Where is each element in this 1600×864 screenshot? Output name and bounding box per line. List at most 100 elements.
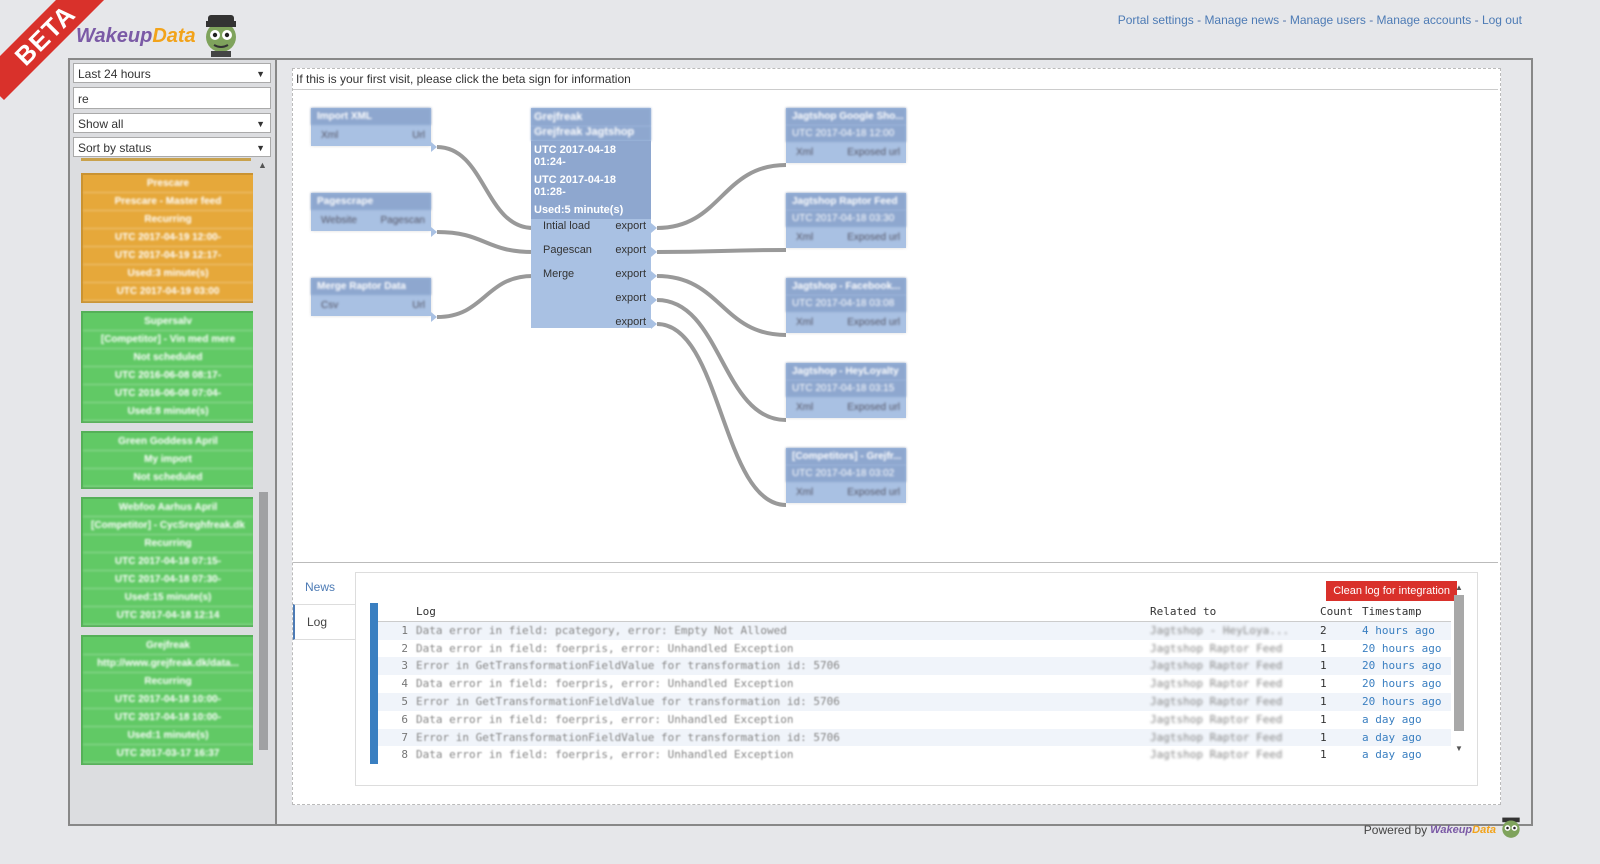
log-cell-log: Data error in field: foerpris, error: Un… [416, 677, 794, 691]
log-cell-related: Jagtshop Raptor Feed [1150, 659, 1283, 673]
log-scrollbar[interactable]: ▲ ▼ [1453, 583, 1465, 753]
connection-wire [436, 145, 534, 230]
integration-card[interactable]: Webfoo Aarhus April[Competitor] - CycSre… [81, 497, 253, 627]
output-port-icon[interactable] [651, 319, 657, 329]
output-port-icon[interactable] [431, 312, 437, 322]
output-port-icon[interactable] [431, 227, 437, 237]
log-cell-related: Jagtshop Raptor Feed [1150, 712, 1283, 726]
log-cell-count: 1 [1320, 730, 1327, 744]
center-node[interactable]: Grejfreak Grejfreak Jagtshop UTC 2017-04… [531, 108, 657, 329]
nav-manage-news[interactable]: Manage news [1204, 13, 1280, 27]
node-date: UTC 2017-04-18 03:02 [786, 465, 906, 482]
scroll-thumb[interactable] [259, 492, 268, 750]
log-cell-num: 8 [401, 748, 408, 762]
node-title: Jagtshop - HeyLoyalty [786, 363, 906, 380]
port-in: Xml [796, 147, 814, 158]
port-out: Exposed url [847, 402, 900, 413]
port-in: Xml [796, 232, 814, 243]
tab-news[interactable]: News [305, 580, 336, 594]
search-value: re [78, 92, 89, 106]
log-scroll-thumb[interactable] [1454, 595, 1464, 731]
output-port-icon[interactable] [651, 295, 657, 305]
nav-sep: - [1193, 13, 1205, 27]
nav-portal-settings[interactable]: Portal settings [1117, 13, 1194, 27]
port-in: Website [321, 215, 357, 226]
log-cell-log: Data error in field: pcategory, error: E… [416, 623, 787, 637]
nav-sep: - [1471, 13, 1482, 27]
show-filter-select[interactable]: Show all▼ [73, 113, 271, 133]
search-input[interactable]: re [73, 87, 271, 109]
connection-wire [656, 248, 787, 254]
output-port-icon[interactable] [431, 142, 437, 152]
node-title: [Competitors] - Grejfr... [786, 448, 906, 465]
app-frame: Last 24 hours▼ re Show all▼ Sort by stat… [68, 58, 1533, 826]
card-row: Used:1 minute(s) [83, 727, 253, 745]
output-port-label: export [615, 292, 646, 304]
log-cell-count: 2 [1320, 623, 1327, 637]
header-log: Log [416, 605, 436, 618]
card-row: [Competitor] - Vin med mere [83, 331, 253, 349]
nav-log-out[interactable]: Log out [1481, 13, 1522, 27]
card-row: http://www.grejfreak.dk/data... [83, 655, 253, 673]
connection-wire [436, 230, 534, 254]
clean-log-button[interactable]: Clean log for integration [1326, 581, 1457, 601]
scroll-up-icon[interactable]: ▲ [258, 160, 267, 170]
node-title: Jagtshop Google Sho... [786, 108, 906, 125]
log-cell-related: Jagtshop - HeyLoya... [1150, 623, 1290, 637]
nav-manage-accounts[interactable]: Manage accounts [1376, 13, 1472, 27]
header-count: Count [1320, 605, 1354, 618]
node-title: Jagtshop Raptor Feed [786, 193, 906, 210]
node-title: Import XML [311, 108, 431, 125]
card-row: Not scheduled [83, 349, 253, 367]
export-node[interactable]: Jagtshop - Facebook...UTC 2017-04-18 03:… [786, 278, 906, 333]
log-cell-timestamp: a day ago [1362, 748, 1422, 762]
tab-log[interactable]: Log [293, 604, 355, 640]
card-row: UTC 2017-04-18 12:14 [83, 607, 253, 625]
output-port-icon[interactable] [651, 223, 657, 233]
output-port-icon[interactable] [651, 247, 657, 257]
export-node[interactable]: Jagtshop Google Sho...UTC 2017-04-18 12:… [786, 108, 906, 163]
connection-wire [436, 274, 534, 319]
card-row: UTC 2016-06-08 08:17- [83, 367, 253, 385]
footer-brand2: Data [1472, 823, 1496, 836]
card-row: Prescare [83, 175, 253, 193]
port-out: Exposed url [847, 147, 900, 158]
scroll-down-icon[interactable]: ▼ [1455, 744, 1463, 753]
card-row: UTC 2017-04-19 12:17- [83, 247, 253, 265]
port-in: Xml [796, 402, 814, 413]
output-port-icon[interactable] [651, 271, 657, 281]
node-date: UTC 2017-04-18 12:00 [786, 125, 906, 142]
card-row: Used:15 minute(s) [83, 589, 253, 607]
nav-manage-users[interactable]: Manage users [1289, 13, 1366, 27]
sidebar-scrollbar[interactable]: ▲ [256, 160, 270, 824]
export-node[interactable]: [Competitors] - Grejfr...UTC 2017-04-18 … [786, 448, 906, 503]
input-port-label: Intial load [543, 220, 591, 232]
log-cell-timestamp: 20 hours ago [1362, 641, 1442, 655]
scroll-up-icon[interactable]: ▲ [1455, 583, 1463, 592]
sort-filter-select[interactable]: Sort by status▼ [73, 137, 271, 157]
card-row: Green Goddess April [83, 433, 253, 451]
footer-mascot-icon [1500, 815, 1522, 844]
time-filter-select[interactable]: Last 24 hours▼ [73, 63, 271, 83]
